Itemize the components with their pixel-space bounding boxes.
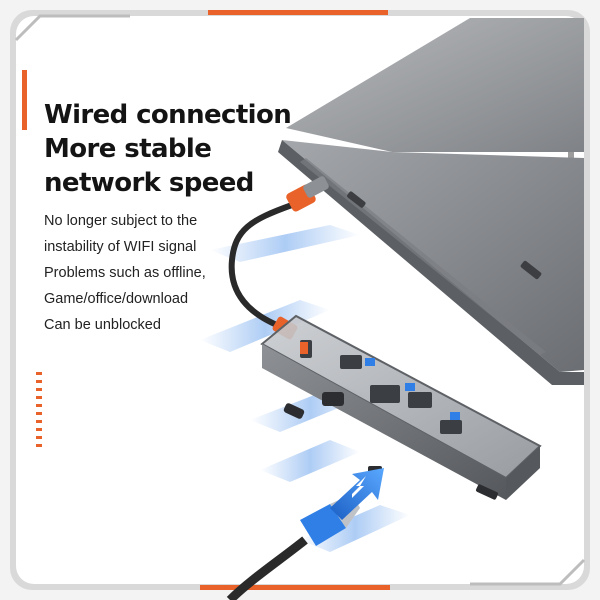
headline-line: More stable: [44, 134, 212, 164]
description-line: instability of WIFI signal: [44, 239, 197, 255]
headline: Wired connection More stable network spe…: [44, 98, 304, 200]
feature-description: No longer subject to the instability of …: [44, 208, 206, 338]
lightning-icon: [330, 468, 384, 520]
description-line: No longer subject to the: [44, 213, 198, 229]
description-line: Problems such as offline,: [44, 265, 206, 281]
description-line: Game/office/download: [44, 291, 189, 307]
headline-line: Wired connection: [44, 100, 292, 130]
usb-hub: [260, 314, 542, 500]
usb-c-cable: [228, 176, 329, 340]
description-line: Can be unblocked: [44, 317, 161, 333]
headline-line: network speed: [44, 168, 254, 198]
laptop: [278, 18, 584, 385]
